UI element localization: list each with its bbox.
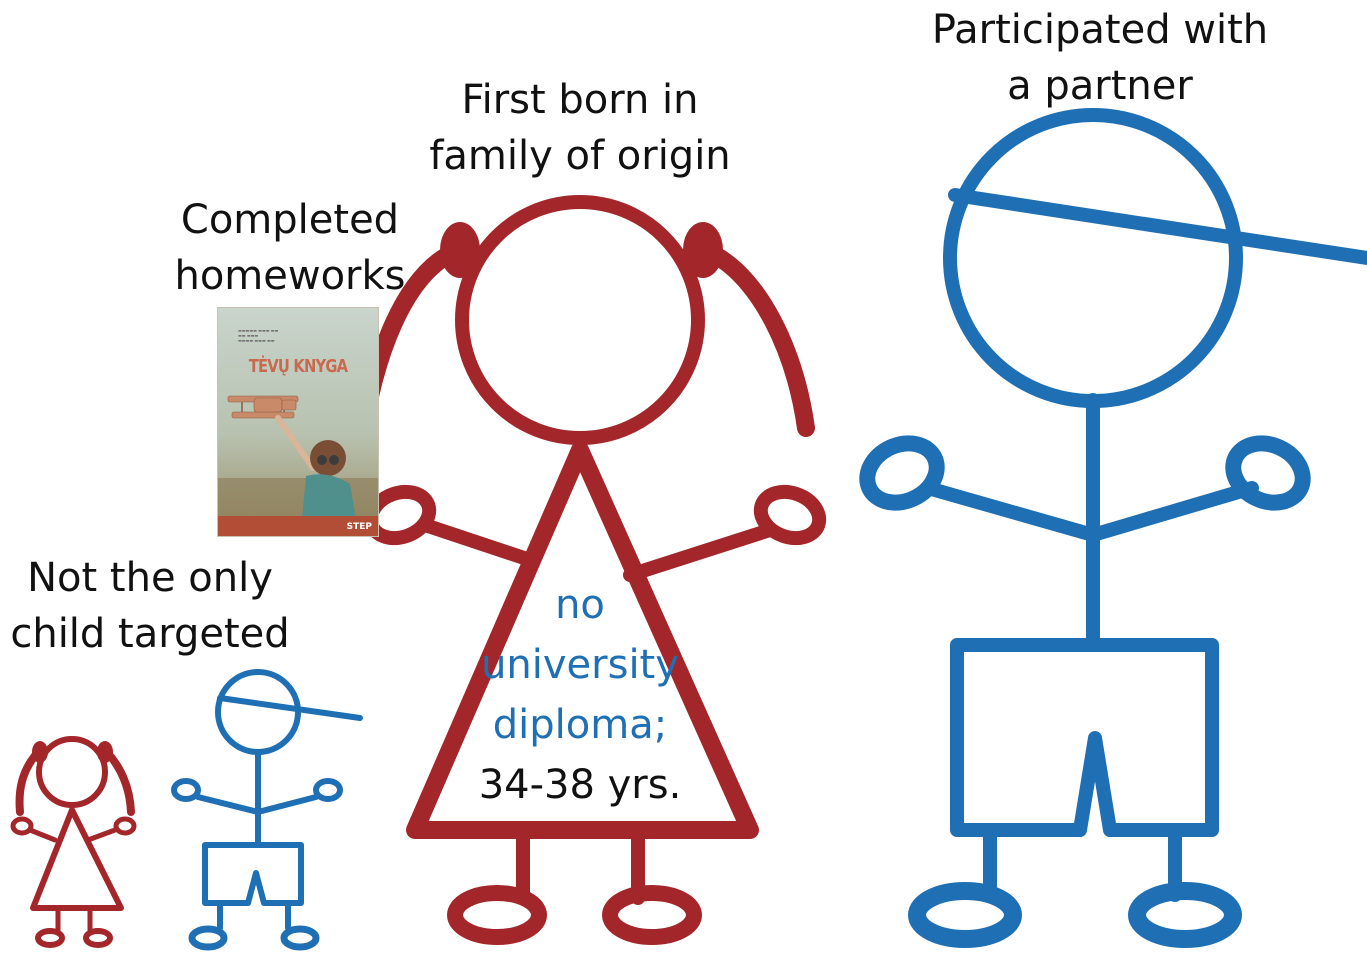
label-education-line-1: no xyxy=(555,582,605,628)
mother-arm-left xyxy=(418,518,537,567)
small-girl-arm-left xyxy=(27,827,58,843)
small-girl-hand-right xyxy=(113,816,137,836)
book-cover-art xyxy=(218,308,378,536)
book-meta-text: ▬▬▬▬▬ ▬▬▬ ▬▬▬▬ ▬▬▬▬▬▬▬ ▬▬▬ ▬▬ xyxy=(238,328,279,343)
label-first-born-line-2: family of origin xyxy=(429,133,731,179)
label-homeworks: Completed homeworks xyxy=(160,192,420,304)
father-shorts xyxy=(950,638,1219,837)
label-first-born: First born in family of origin xyxy=(420,72,740,184)
small-boy-arm-left xyxy=(195,794,261,815)
father-head xyxy=(943,108,1243,408)
father-arm-left xyxy=(921,481,1100,542)
mother-foot-right xyxy=(602,885,702,945)
small-boy-hand-left xyxy=(171,778,201,802)
book-brand: STEP xyxy=(346,522,372,532)
book-cover-image: ▬▬▬▬▬ ▬▬▬ ▬▬▬▬ ▬▬▬▬▬▬▬ ▬▬▬ ▬▬ TĖVŲ KNYGA… xyxy=(217,307,379,537)
small-girl-pigtail-left xyxy=(15,748,42,816)
label-homeworks-line-1: Completed xyxy=(180,197,400,243)
small-girl-dress xyxy=(30,807,124,911)
mother-dress xyxy=(406,441,759,839)
father-foot-right xyxy=(1128,882,1242,948)
mother-foot-left xyxy=(447,885,547,945)
small-girl-hand-left xyxy=(10,816,34,836)
small-boy-head xyxy=(215,669,301,755)
small-girl-pigtail-right xyxy=(103,748,135,816)
father-cap-brim xyxy=(948,188,1367,265)
father-foot-left xyxy=(908,882,1022,948)
label-partner-line-2: a partner xyxy=(1007,63,1193,109)
mother-bow-right xyxy=(683,222,723,278)
label-partner: Participated with a partner xyxy=(915,2,1285,114)
small-boy-cap-brim xyxy=(217,695,363,721)
label-homeworks-line-2: homeworks xyxy=(174,253,406,299)
small-boy-figure xyxy=(171,669,363,951)
small-girl-head xyxy=(36,736,108,808)
label-first-born-line-1: First born in xyxy=(461,77,699,123)
small-boy-shorts xyxy=(202,842,304,906)
child-aviator xyxy=(275,415,356,520)
label-age: 34-38 yrs. xyxy=(478,762,682,808)
father-hand-right xyxy=(1225,435,1311,511)
label-education-age: no university diploma; 34-38 yrs. xyxy=(455,575,705,815)
mother-hand-right xyxy=(753,484,827,546)
label-education-line-3: diploma; xyxy=(492,702,668,748)
label-not-only-line-2: child targeted xyxy=(10,611,290,657)
small-girl-figure xyxy=(10,736,137,948)
mother-figure xyxy=(353,195,827,945)
father-hand-left xyxy=(859,435,945,511)
father-figure xyxy=(859,108,1367,948)
small-boy-foot-left xyxy=(188,925,228,951)
small-boy-arm-right xyxy=(255,794,319,815)
father-arm-right xyxy=(1086,481,1259,542)
mother-arm-right xyxy=(623,523,777,582)
book-title: TĖVŲ KNYGA xyxy=(248,356,348,377)
mother-head xyxy=(455,195,705,445)
small-girl-arm-right xyxy=(85,827,118,843)
label-not-only-line-1: Not the only xyxy=(27,555,273,601)
small-boy-hand-right xyxy=(313,778,343,802)
label-education-line-2: university xyxy=(481,642,679,688)
mother-pigtail-right xyxy=(706,246,815,437)
small-girl-foot-right xyxy=(83,928,113,948)
label-partner-line-1: Participated with xyxy=(931,7,1269,53)
small-boy-foot-right xyxy=(280,925,320,951)
label-not-only-child: Not the only child targeted xyxy=(0,550,300,662)
small-girl-foot-left xyxy=(35,928,65,948)
